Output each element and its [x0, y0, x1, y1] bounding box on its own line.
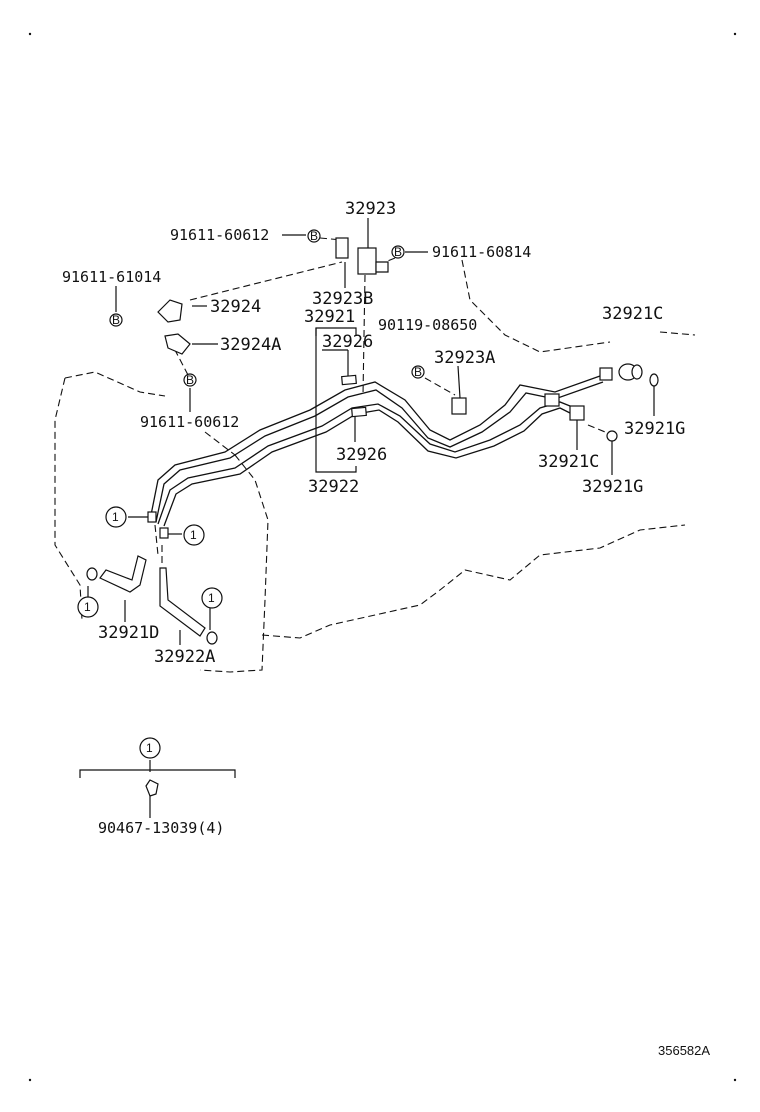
label-32923B: 32923B — [312, 289, 373, 309]
leader-lines — [79, 218, 655, 818]
label-91611-60612-top: 91611-60612 — [170, 226, 269, 244]
body-outline — [54, 331, 696, 673]
callout-1: 1 — [84, 600, 91, 614]
label-32921G-top: 32921G — [624, 419, 685, 439]
bolt-mark: B — [310, 229, 318, 243]
part-labels: 32923 91611-60612 91611-60814 91611-6101… — [62, 199, 710, 1058]
figure-code: 356582A — [658, 1043, 710, 1058]
bolt-mark: B — [112, 313, 120, 327]
label-32924: 32924 — [210, 297, 261, 317]
label-32926-top: 32926 — [322, 332, 373, 352]
bolt-mark: B — [186, 373, 194, 387]
label-32923: 32923 — [345, 199, 396, 219]
bolt-mark: B — [414, 365, 422, 379]
label-32922: 32922 — [308, 477, 359, 497]
label-32921: 32921 — [304, 307, 355, 327]
label-91611-60814: 91611-60814 — [432, 243, 531, 261]
label-32921C-bottom: 32921C — [538, 452, 599, 472]
corner-marks — [28, 32, 737, 1082]
label-32921G-bottom: 32921G — [582, 477, 643, 497]
label-90467-13039: 90467-13039(4) — [98, 819, 224, 837]
callout-1: 1 — [190, 528, 197, 542]
label-32921C-top: 32921C — [602, 304, 663, 324]
label-32922A: 32922A — [154, 647, 215, 667]
label-91611-61014: 91611-61014 — [62, 268, 161, 286]
label-90119-08650: 90119-08650 — [378, 316, 477, 334]
label-32926-bottom: 32926 — [336, 445, 387, 465]
label-32921D: 32921D — [98, 623, 159, 643]
bolt-mark: B — [394, 245, 402, 259]
fuel-pipes — [149, 375, 604, 527]
callouts: 1 1 1 1 1 — [77, 506, 223, 759]
label-91611-60612-mid: 91611-60612 — [140, 413, 239, 431]
callout-1: 1 — [146, 741, 153, 755]
callout-1: 1 — [112, 510, 119, 524]
label-32924A: 32924A — [220, 335, 281, 355]
dashed-leaders — [154, 237, 611, 565]
parts: B B B B B — [86, 229, 659, 797]
callout-1: 1 — [208, 591, 215, 605]
label-32923A: 32923A — [434, 348, 495, 368]
